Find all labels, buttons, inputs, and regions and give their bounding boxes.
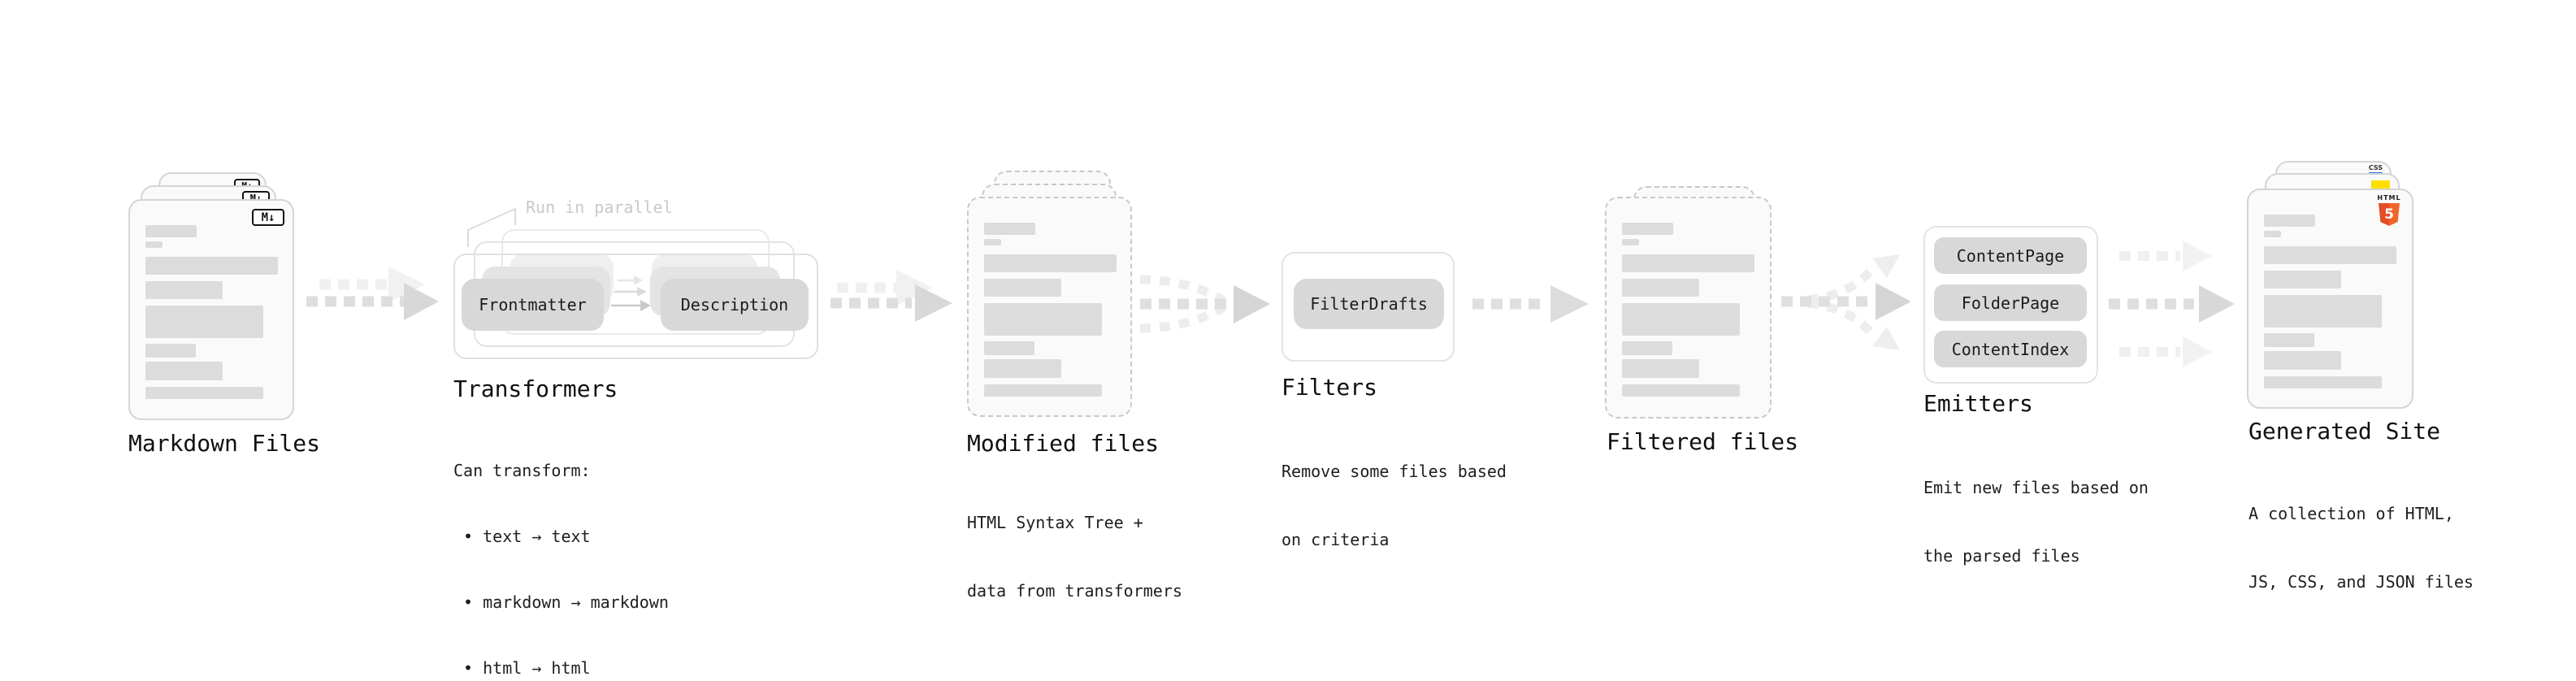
transform-arrow-middle-icon [614, 287, 647, 297]
contentpage-chip: ContentPage [1934, 237, 2087, 274]
note-line: A collection of HTML, [2249, 504, 2454, 523]
doc-text-bar [1622, 384, 1740, 397]
doc-text-bar [2264, 231, 2281, 237]
transformer-sheet-front [453, 254, 818, 359]
file-card-front: HTML 5 [2247, 189, 2413, 409]
doc-text-bar [2264, 295, 2382, 327]
arrow-filters-to-filtered-icon [1472, 285, 1589, 323]
doc-text-bar [984, 223, 1035, 235]
transformers-notes: Can transform: • text → text • markdown … [453, 416, 669, 681]
folderpage-chip: FolderPage [1934, 284, 2087, 321]
emitters-notes: Emit new files based on the parsed files [1923, 431, 2149, 613]
filters-notes: Remove some files based on criteria [1281, 414, 1507, 596]
generated-site-notes: A collection of HTML, JS, CSS, and JSON … [2249, 457, 2474, 639]
doc-text-bar [2264, 333, 2314, 347]
doc-text-bar [1622, 279, 1699, 297]
emitters-label: Emitters [1923, 390, 2033, 417]
note-line: • html → html [453, 658, 591, 678]
note-line: • text → text [453, 527, 591, 546]
doc-text-bar [1622, 303, 1740, 336]
doc-text-bar [145, 281, 223, 299]
doc-text-bars [2264, 215, 2396, 388]
doc-text-bar [984, 303, 1102, 336]
transformers-label: Transformers [453, 375, 618, 402]
markdown-icon: M↓ [252, 209, 284, 226]
description-chip: Description [661, 279, 809, 331]
doc-text-bar [2264, 215, 2315, 227]
doc-text-bar [2264, 246, 2396, 264]
arrow-emitters-to-generated-icon [2109, 241, 2235, 367]
html5-icon: HTML 5 [2377, 194, 2401, 226]
doc-text-bar [145, 241, 163, 248]
doc-text-bar [984, 359, 1061, 378]
doc-text-bar [984, 279, 1061, 297]
note-line: • markdown → markdown [453, 592, 669, 612]
doc-text-bar [145, 257, 278, 275]
transform-arrow-back-icon [618, 275, 643, 285]
doc-text-bar [145, 306, 263, 338]
doc-text-bar [984, 239, 1001, 245]
doc-text-bar [1622, 359, 1699, 378]
parallel-note-bracket [467, 207, 516, 247]
note-line: the parsed files [1923, 546, 2080, 566]
doc-text-bar [1622, 254, 1754, 272]
note-line: Remove some files based [1281, 462, 1507, 481]
parallel-note-label: Run in parallel [526, 197, 673, 217]
markdown-files-label: Markdown Files [128, 430, 321, 457]
doc-text-bar [1622, 341, 1672, 355]
doc-text-bars [145, 225, 278, 399]
arrow-markdown-to-transformers-icon [306, 267, 439, 320]
arrow-filtered-to-emitters-icon [1781, 254, 1911, 350]
note-line: HTML Syntax Tree + [967, 513, 1143, 532]
filters-label: Filters [1281, 374, 1378, 401]
note-line: Emit new files based on [1923, 478, 2149, 497]
arrow-transformers-to-modified-icon [830, 270, 952, 322]
doc-text-bar [1622, 239, 1639, 245]
arrow-modified-to-filters-icon [1139, 275, 1270, 333]
doc-text-bar [984, 341, 1034, 355]
doc-text-bar [2264, 376, 2382, 388]
note-line: Can transform: [453, 461, 591, 480]
doc-text-bar [1622, 223, 1673, 235]
note-line: data from transformers [967, 581, 1182, 601]
transform-arrow-front-icon [611, 300, 651, 311]
frontmatter-chip: Frontmatter [462, 279, 604, 331]
modified-files-notes: HTML Syntax Tree + data from transformer… [967, 466, 1182, 648]
js-icon [2371, 180, 2390, 191]
doc-text-bar [145, 225, 197, 237]
doc-text-bar [145, 387, 263, 399]
doc-text-bar [2264, 351, 2341, 370]
doc-text-bars [1622, 223, 1754, 397]
doc-text-bar [145, 344, 196, 358]
doc-text-bar [984, 254, 1117, 272]
doc-text-bar [984, 384, 1102, 397]
generated-site-label: Generated Site [2249, 418, 2441, 445]
file-card-front: M↓ [128, 199, 294, 420]
filtered-files-label: Filtered files [1607, 428, 1799, 455]
modified-files-label: Modified files [967, 430, 1160, 457]
file-card-front [967, 197, 1132, 417]
note-line: on criteria [1281, 530, 1390, 549]
file-card-front [1605, 197, 1772, 419]
doc-text-bar [145, 362, 223, 380]
filterdrafts-chip: FilterDrafts [1294, 279, 1444, 329]
doc-text-bar [2264, 271, 2341, 288]
doc-text-bars [984, 223, 1117, 397]
note-line: JS, CSS, and JSON files [2249, 572, 2474, 592]
contentindex-chip: ContentIndex [1934, 331, 2087, 367]
